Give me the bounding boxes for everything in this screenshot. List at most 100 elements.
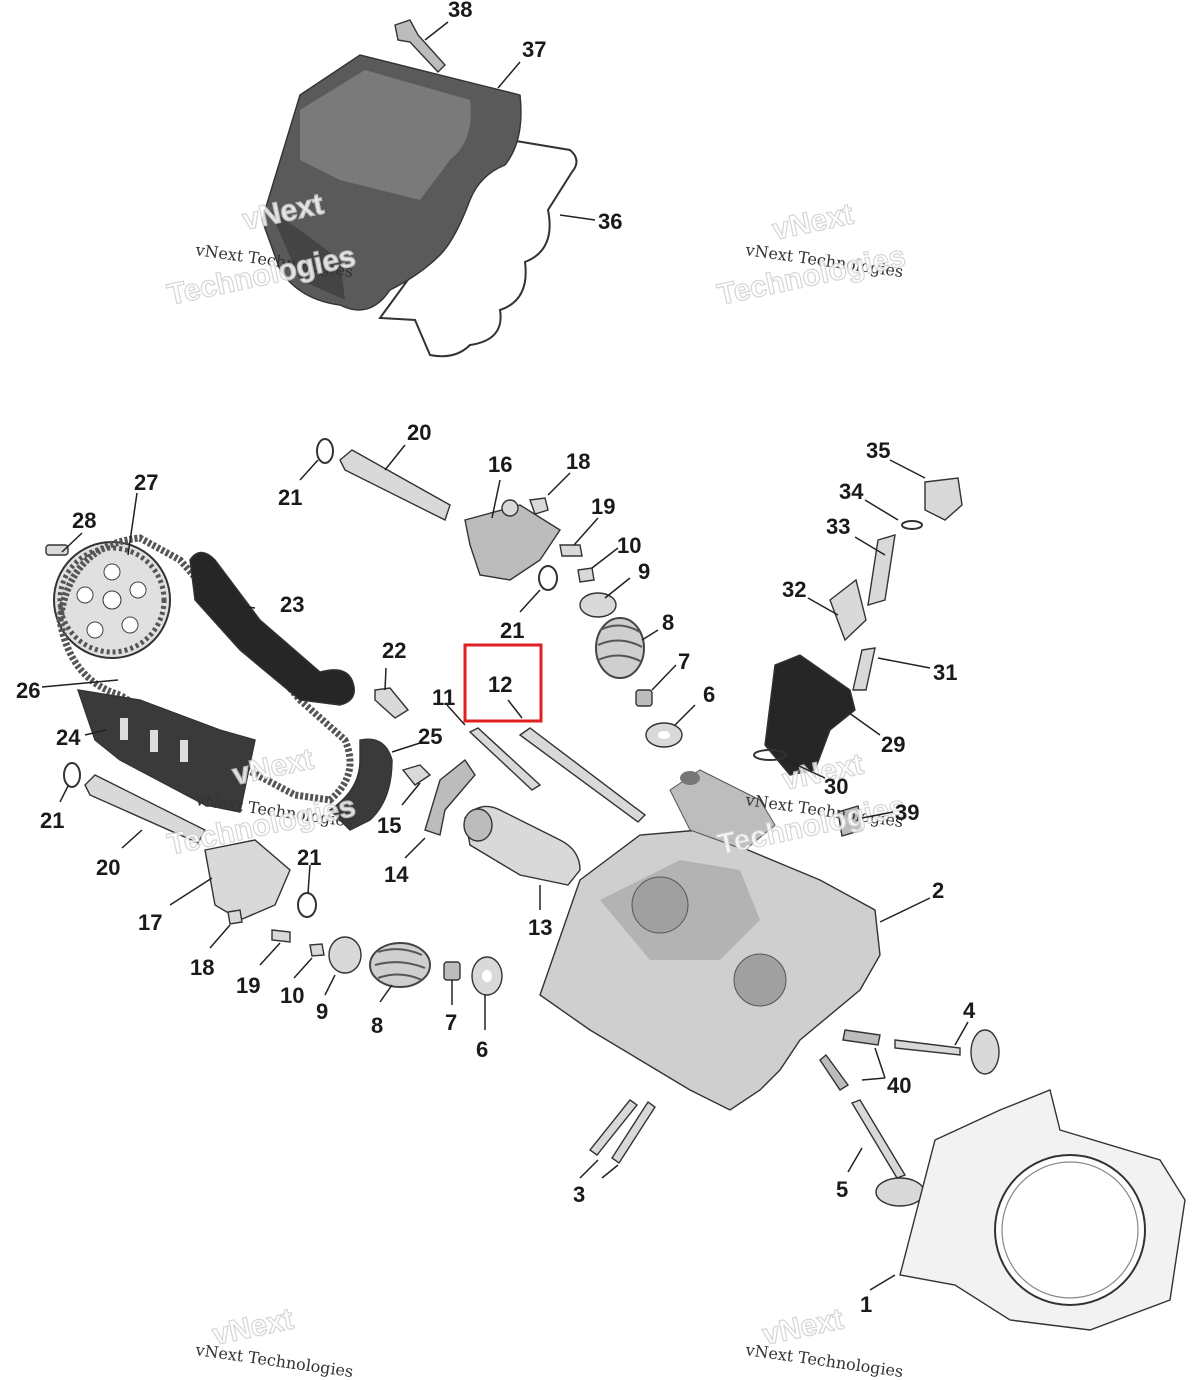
spring-retainer-9-top — [579, 592, 617, 618]
callout-29: 29 — [881, 732, 905, 757]
spring-19-top — [559, 544, 583, 557]
valve-guide-40a — [842, 1029, 881, 1046]
callout-39: 39 — [895, 800, 919, 825]
bolt-11 — [468, 727, 542, 791]
cylinder-head-2 — [539, 769, 881, 1111]
callout-12: 12 — [488, 672, 512, 697]
valve-seal-7-top — [635, 689, 653, 707]
callout-9: 9 — [316, 999, 328, 1024]
callout-18: 18 — [566, 449, 590, 474]
cam-sprocket — [53, 541, 171, 659]
chain-tensioner-guide — [76, 689, 256, 813]
cover-bolt — [394, 19, 446, 74]
callout-40: 40 — [887, 1073, 911, 1098]
valve-4 — [894, 1029, 1000, 1075]
callout-21: 21 — [278, 485, 302, 510]
valve-keeper-10-lower — [309, 943, 325, 957]
decompressor-lever-14 — [424, 758, 476, 836]
callout-34: 34 — [839, 479, 864, 504]
svg-text:vNext: vNext — [210, 1303, 297, 1352]
svg-text:vNext: vNext — [760, 1303, 847, 1352]
callout-21: 21 — [500, 618, 524, 643]
callout-labels: 38 37 36 20 21 16 18 19 10 9 8 7 6 21 27… — [16, 0, 976, 1317]
callout-20: 20 — [96, 855, 120, 880]
nut-18-lower — [227, 909, 243, 925]
callout-38: 38 — [448, 0, 472, 22]
tensioner-spring-33 — [867, 534, 896, 606]
tensioner-bolt-31 — [852, 647, 876, 691]
timing-chain — [56, 534, 354, 804]
valve-spring-8-top — [595, 617, 645, 679]
callout-15: 15 — [377, 813, 401, 838]
callout-10: 10 — [617, 533, 641, 558]
callout-20: 20 — [407, 420, 431, 445]
washer-34 — [901, 520, 923, 530]
callout-6: 6 — [476, 1037, 488, 1062]
rocker-arm-lower — [204, 839, 291, 921]
callout-31: 31 — [933, 660, 957, 685]
chain-guide-upper — [189, 551, 355, 706]
callout-35: 35 — [866, 438, 890, 463]
callout-30: 30 — [824, 774, 848, 799]
callout-32: 32 — [782, 577, 806, 602]
tensioner-cap-35 — [924, 477, 963, 521]
svg-text:vNext: vNext — [770, 198, 857, 247]
callout-23: 23 — [280, 592, 304, 617]
dowel-pins-3 — [588, 1099, 656, 1164]
callout-17: 17 — [138, 910, 162, 935]
callout-25: 25 — [418, 724, 442, 749]
callout-1: 1 — [860, 1292, 872, 1317]
callout-13: 13 — [528, 915, 552, 940]
callout-24: 24 — [56, 725, 81, 750]
callout-11: 11 — [432, 685, 455, 710]
plug-39 — [837, 805, 863, 837]
callout-18: 18 — [190, 955, 214, 980]
o-ring-21-left — [63, 762, 81, 788]
tensioner-piston-32 — [829, 578, 867, 642]
callout-28: 28 — [72, 508, 96, 533]
spring-seat-6-top — [645, 722, 683, 748]
callout-8: 8 — [371, 1013, 383, 1038]
rocker-shaft-upper — [339, 449, 451, 521]
bolt-12 — [518, 727, 647, 823]
o-ring-21-mid — [538, 565, 558, 591]
nut-18-top — [529, 497, 549, 515]
callout-27: 27 — [134, 470, 158, 495]
callout-10: 10 — [280, 983, 304, 1008]
callout-7: 7 — [678, 649, 690, 674]
callout-19: 19 — [591, 494, 615, 519]
chain-guide-shoe — [328, 738, 393, 831]
spring-retainer-9-lower — [328, 936, 362, 974]
callout-7: 7 — [445, 1010, 457, 1035]
o-ring-21-top — [316, 438, 334, 464]
callout-6: 6 — [703, 682, 715, 707]
svg-text:vNext: vNext — [230, 743, 317, 792]
highlight-box-part-12 — [463, 643, 543, 723]
callout-19: 19 — [236, 973, 260, 998]
valve-cover — [261, 54, 522, 311]
rocker-arm-upper — [464, 499, 561, 581]
callout-8: 8 — [662, 610, 674, 635]
callout-4: 4 — [963, 998, 976, 1023]
callout-3: 3 — [573, 1182, 585, 1207]
callout-33: 33 — [826, 514, 850, 539]
guide-pin-15 — [401, 764, 432, 786]
valve-cover-gasket — [378, 138, 578, 358]
callout-36: 36 — [598, 209, 622, 234]
callout-26: 26 — [16, 678, 40, 703]
callout-37: 37 — [522, 37, 546, 62]
spring-19-lower — [271, 929, 291, 943]
callout-14: 14 — [384, 862, 409, 887]
o-ring-21-lower — [297, 892, 317, 918]
valve-5 — [850, 1099, 925, 1207]
callout-16: 16 — [488, 452, 512, 477]
valve-keeper-10-top — [577, 567, 595, 583]
callout-21: 21 — [297, 845, 321, 870]
valve-seal-7-lower — [443, 961, 461, 981]
head-gasket-1 — [899, 1089, 1186, 1331]
valve-spring-8-lower — [369, 942, 431, 988]
camshaft-13 — [463, 805, 581, 886]
gasket-30 — [753, 749, 787, 761]
guide-pin-22 — [374, 687, 410, 719]
rocker-shaft-lower — [84, 774, 206, 844]
